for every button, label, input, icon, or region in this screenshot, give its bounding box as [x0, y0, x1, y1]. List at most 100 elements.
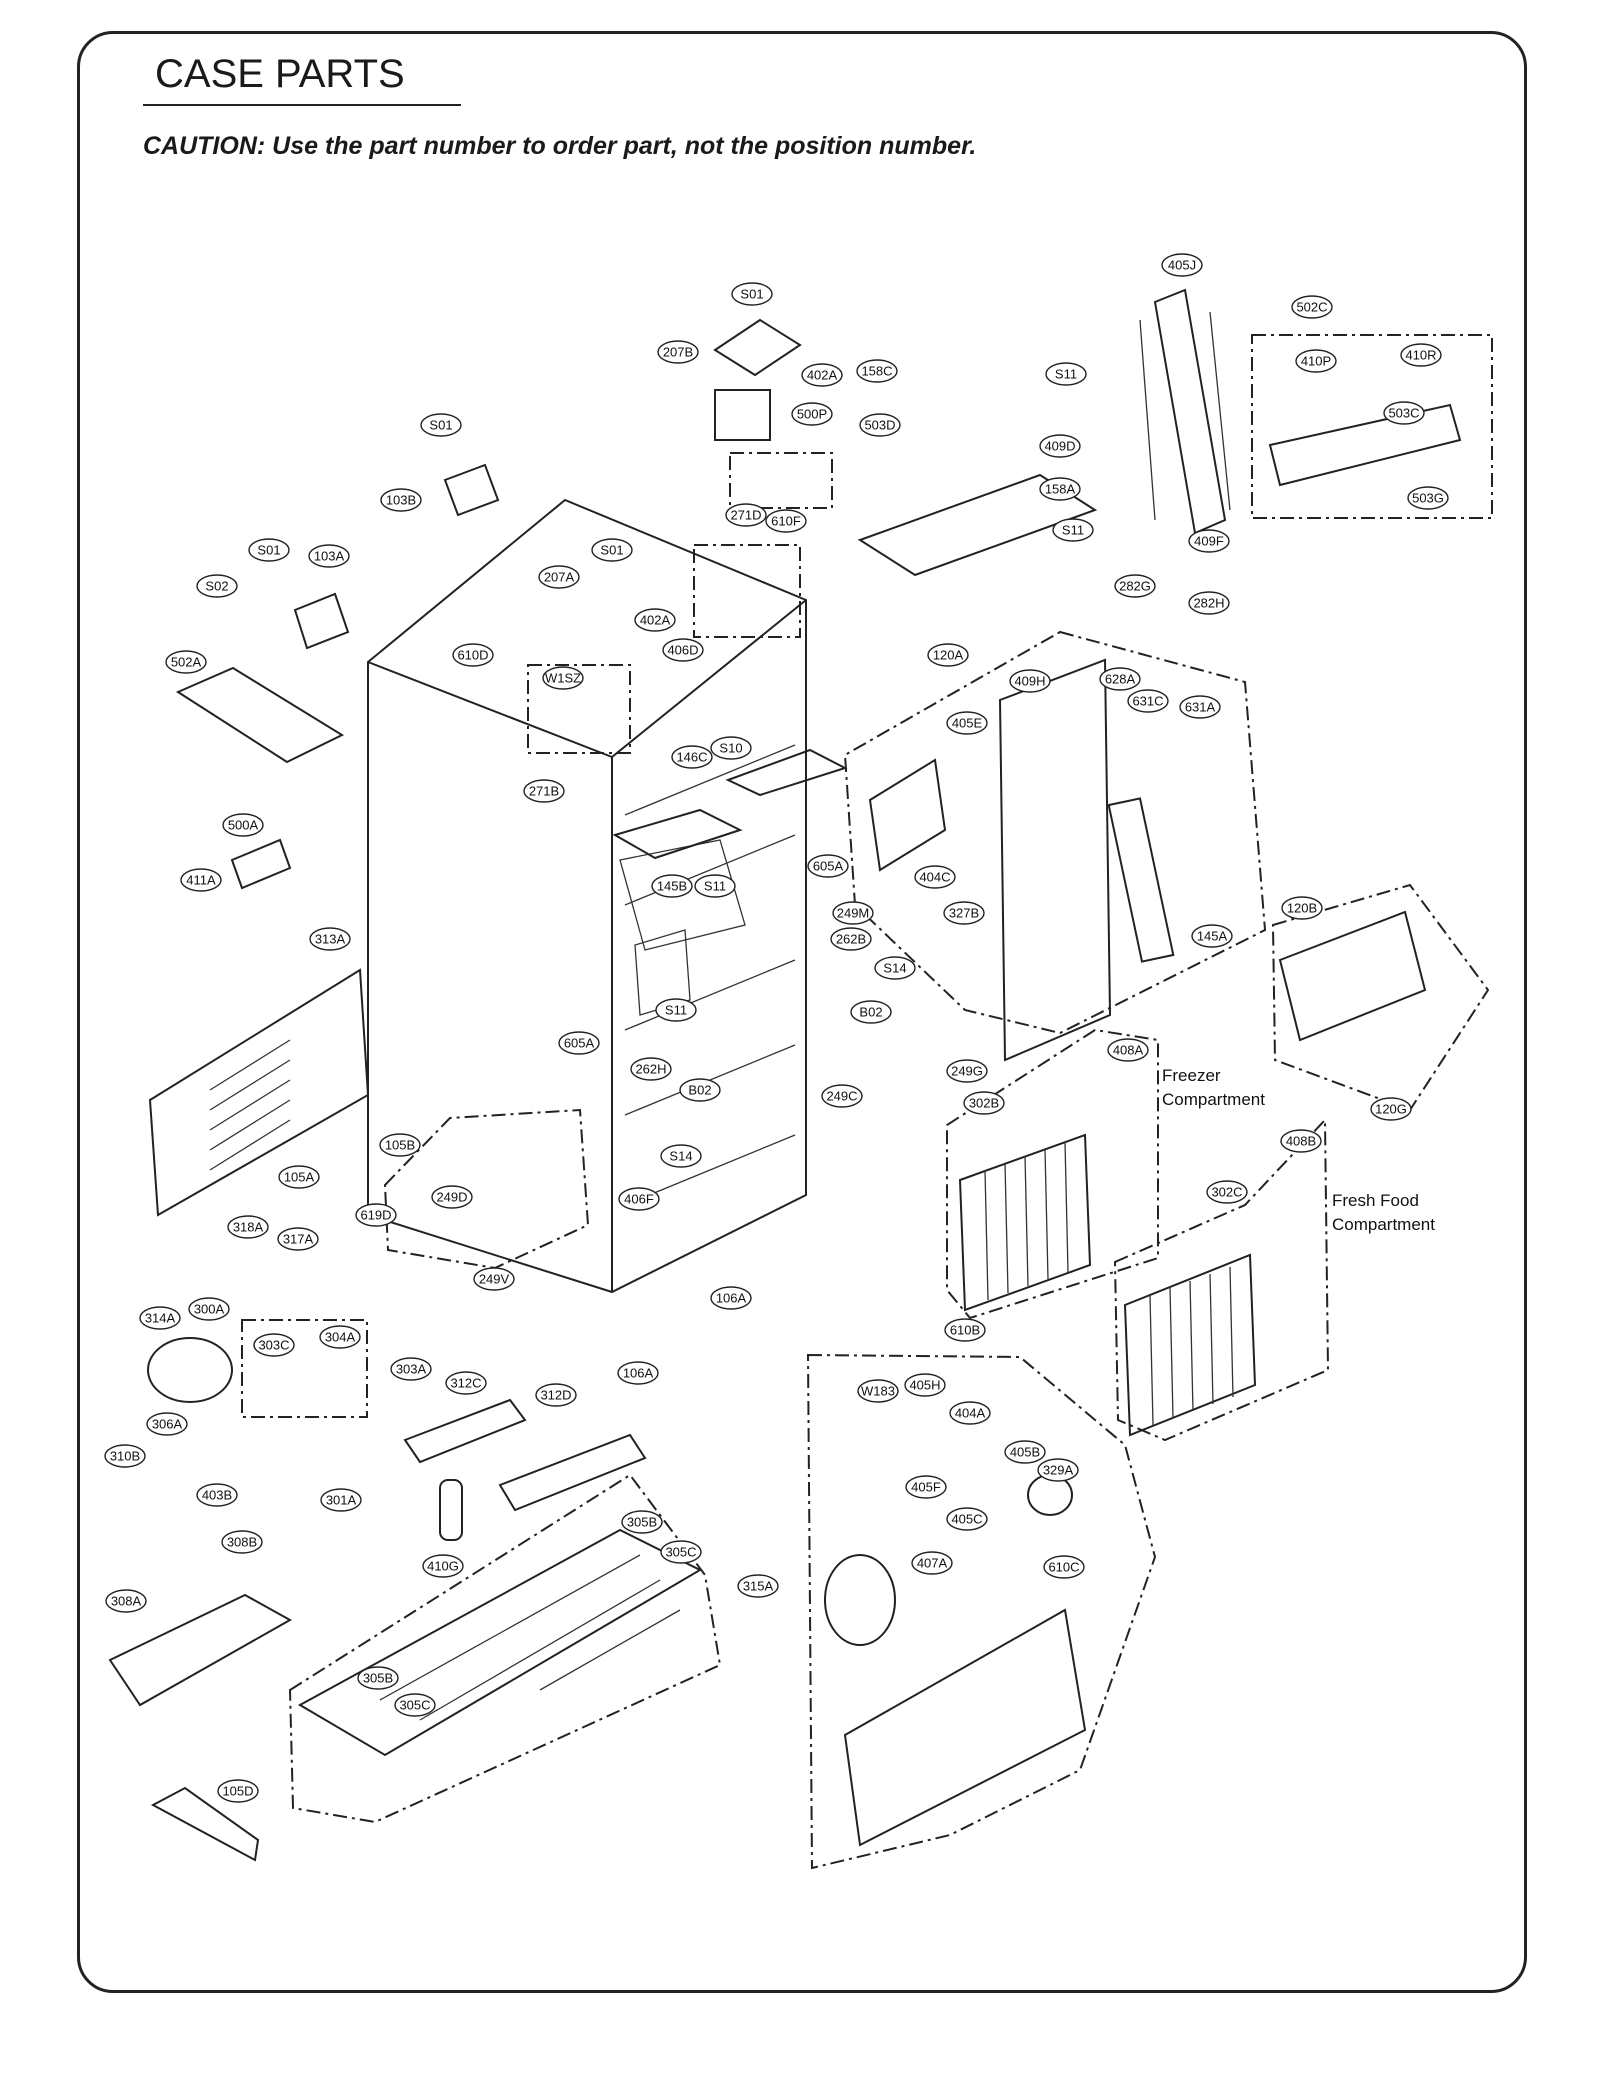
callout-103b: 103B: [380, 488, 422, 512]
evaporator-302b: [958, 1133, 1092, 1312]
callout-bubble: [1052, 518, 1094, 542]
callout-bubble: [655, 998, 697, 1022]
callout-bubble: [1099, 667, 1141, 691]
callout-text: 329A: [1043, 1463, 1074, 1478]
callout-bubble: [710, 736, 752, 760]
callout-text: S01: [740, 287, 763, 302]
callout-text: 105D: [222, 1784, 253, 1799]
callout-bubble: [452, 643, 494, 667]
callout-409d: 409D: [1039, 434, 1081, 458]
callout-282h: 282H: [1188, 591, 1230, 615]
callout-405j: 405J: [1161, 253, 1203, 277]
callout-text: 409H: [1014, 674, 1045, 689]
callout-text: 610C: [1048, 1560, 1079, 1575]
evaporator-302c: [1123, 1253, 1257, 1437]
callout-text: S10: [719, 741, 742, 756]
group-249v: [383, 1108, 590, 1270]
callout-bubble: [857, 1379, 899, 1403]
callout-s14: S14: [660, 1144, 702, 1168]
callout-text: 271D: [730, 508, 761, 523]
callout-bubble: [914, 865, 956, 889]
callout-bubble: [105, 1589, 147, 1613]
callout-402a: 402A: [801, 363, 843, 387]
callout-106a: 106A: [617, 1361, 659, 1385]
callout-text: 249C: [826, 1089, 857, 1104]
callout-bubble: [445, 1371, 487, 1395]
title-underline: [143, 104, 461, 106]
callout-bubble: [1127, 689, 1169, 713]
callout-text: 305B: [627, 1515, 657, 1530]
caution-note: CAUTION: Use the part number to order pa…: [143, 132, 977, 160]
callout-bubble: [1383, 401, 1425, 425]
tray-502a: [175, 666, 345, 764]
fan-housing-610b: [843, 1608, 1087, 1847]
callout-302c: 302C: [1206, 1180, 1248, 1204]
callout-406d: 406D: [662, 638, 704, 662]
callout-text: S01: [429, 418, 452, 433]
callout-s01: S01: [731, 282, 773, 306]
callout-408b: 408B: [1280, 1129, 1322, 1153]
callout-bubble: [1295, 349, 1337, 373]
callout-317a: 317A: [277, 1227, 319, 1251]
callout-500a: 500A: [222, 813, 264, 837]
callout-249d: 249D: [431, 1185, 473, 1209]
callout-405f: 405F: [905, 1475, 947, 1499]
callout-249m: 249M: [832, 901, 874, 925]
callout-bubble: [621, 1510, 663, 1534]
back-panel-313a: [148, 968, 370, 1217]
callout-bubble: [807, 854, 849, 878]
callout-301a: 301A: [320, 1488, 362, 1512]
callout-text: 318A: [233, 1220, 264, 1235]
callout-w1sz: W1SZ: [542, 666, 584, 690]
callout-318a: 318A: [227, 1215, 269, 1239]
callout-bubble: [420, 413, 462, 437]
callout-text: S14: [669, 1149, 692, 1164]
callout-text: W183: [861, 1384, 895, 1399]
callout-bubble: [558, 1031, 600, 1055]
callout-271d: 271D: [725, 503, 767, 527]
callout-409h: 409H: [1009, 669, 1051, 693]
area-labels: Freezer Compartment Fresh Food Compartme…: [1162, 1066, 1435, 1234]
callout-bubble: [856, 359, 898, 383]
callout-bubble: [905, 1475, 947, 1499]
callout-text: 207A: [544, 570, 575, 585]
frame-405j: [1153, 288, 1227, 535]
callout-bubble: [319, 1325, 361, 1349]
callout-bubble: [165, 650, 207, 674]
group-610f: [729, 452, 833, 509]
callout-text: 402A: [807, 368, 838, 383]
fan-motor-407a: [824, 1554, 896, 1646]
cover-312c: [403, 1398, 527, 1464]
callout-bubble: [1045, 362, 1087, 386]
callout-text: 327B: [949, 906, 979, 921]
callout-bubble: [309, 927, 351, 951]
callout-405h: 405H: [904, 1373, 946, 1397]
callout-bubble: [662, 638, 704, 662]
callout-text: S11: [1055, 367, 1077, 382]
callout-bubble: [1281, 896, 1323, 920]
callout-bubble: [180, 868, 222, 892]
callout-bubble: [634, 608, 676, 632]
callout-bubble: [222, 813, 264, 837]
callout-303a: 303A: [390, 1357, 432, 1381]
group-120b: [1271, 883, 1490, 1112]
callout-text: 306A: [152, 1417, 183, 1432]
callout-text: 406F: [624, 1192, 654, 1207]
callout-b02: B02: [679, 1078, 721, 1102]
callout-bubble: [1004, 1440, 1046, 1464]
callout-bubble: [671, 745, 713, 769]
line-art: [108, 288, 1462, 1862]
callout-303c: 303C: [253, 1333, 295, 1357]
callout-text: 262H: [635, 1062, 666, 1077]
callout-409f: 409F: [1188, 529, 1230, 553]
duct-145a: [1107, 797, 1175, 963]
callout-bubble: [725, 503, 767, 527]
callout-text: 410P: [1301, 354, 1331, 369]
callout-bubble: [196, 574, 238, 598]
callout-410p: 410P: [1295, 349, 1337, 373]
callout-bubble: [1037, 1458, 1079, 1482]
callout-text: 410R: [1405, 348, 1436, 363]
callout-text: 158C: [861, 364, 892, 379]
callout-text: S01: [600, 543, 623, 558]
callout-text: S01: [257, 543, 280, 558]
